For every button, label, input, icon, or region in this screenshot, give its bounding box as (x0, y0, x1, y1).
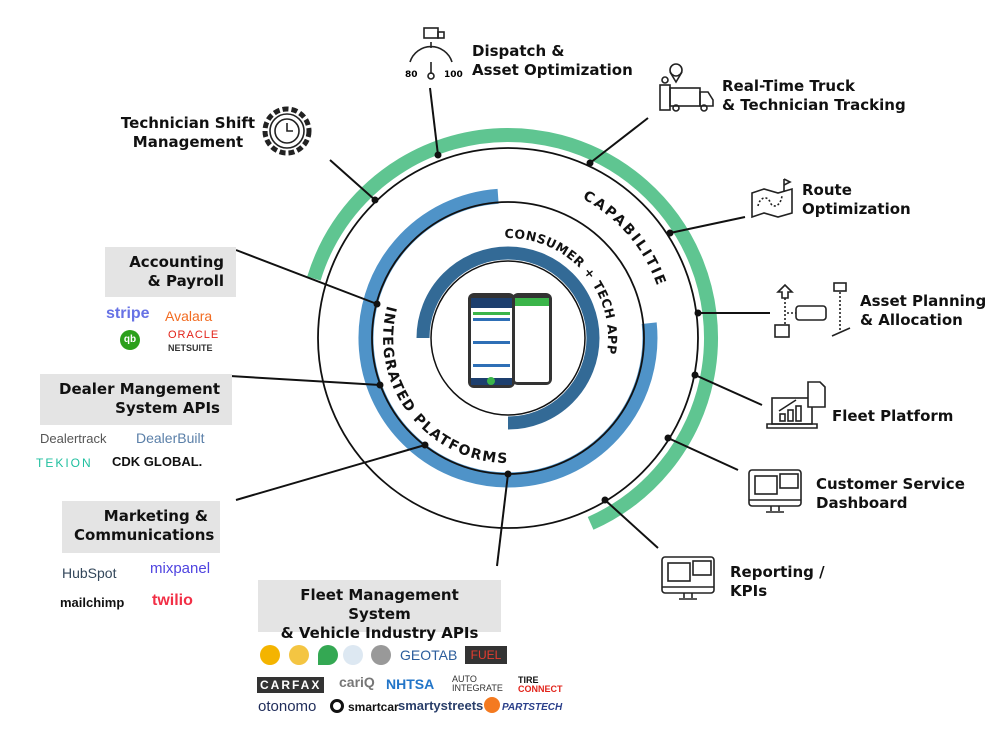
logo-netsuite: NETSUITE (168, 343, 213, 353)
asset-allocation-icon (774, 282, 851, 338)
logo-cariq: cariQ (339, 674, 375, 690)
laptop-chart-icon (766, 381, 826, 429)
capabilities-arc (307, 127, 719, 530)
logo-stripe: stripe (106, 305, 150, 322)
circle-logo-icon (371, 645, 391, 665)
maps-logo-icon (260, 645, 280, 665)
label-real-time-tracking: Real-Time Truck& Technician Tracking (722, 77, 906, 114)
monitor-dashboard-icon (748, 469, 802, 513)
steering-wheel-icon (330, 699, 344, 713)
logo-twilio: twilio (152, 592, 193, 609)
app-arc (416, 246, 600, 430)
logo-fuel: FUEL (465, 646, 507, 664)
spoke-fleet-management (496, 473, 509, 567)
spoke-route (669, 216, 746, 234)
logo-tire: TIRE (518, 675, 539, 685)
logo-geotab: GEOTAB (400, 647, 458, 663)
label-reporting: Reporting /KPIs (730, 563, 825, 600)
logo-hubspot: HubSpot (62, 565, 117, 581)
maps-logo-icon (289, 645, 309, 665)
outer-ring (317, 147, 699, 529)
spoke-fleet-platform (694, 374, 763, 406)
spoke-dots (371, 151, 702, 504)
truck-technician-location-icon (659, 63, 714, 112)
spoke-marketing (235, 444, 426, 501)
logo-carfax: CARFAX (257, 677, 325, 693)
logo-mixpanel: mixpanel (150, 560, 211, 577)
gear-clock-icon (262, 106, 312, 156)
phone-app-image (468, 293, 552, 388)
partstech-icon (484, 697, 500, 713)
spoke-customer-service (667, 437, 739, 471)
spokes (229, 87, 770, 567)
spoke-reporting (604, 499, 659, 549)
logo-quickbooks: qb (120, 330, 140, 350)
gauge-min-label: 80 (405, 70, 418, 80)
logo-tekion: TEKION (36, 456, 93, 470)
google-maps-icon (318, 645, 338, 665)
logo-dealerbuilt: DealerBuilt (136, 430, 205, 446)
box-fleet-management: Fleet Management System& Vehicle Industr… (258, 580, 501, 642)
gauge-max-label: 100 (444, 70, 463, 80)
label-dispatch: Dispatch &Asset Optimization (472, 42, 633, 79)
spoke-dispatch (429, 87, 439, 156)
spoke-technician-shift (329, 159, 376, 201)
sync-logo-icon (343, 645, 363, 665)
box-marketing: Marketing &Communications (62, 501, 220, 553)
logo-smartystreets: smartystreets (398, 698, 484, 713)
logo-otonomo: otonomo (258, 698, 317, 715)
label-asset-planning: Asset Planning& Allocation (860, 292, 987, 329)
logo-avalara: Avalara (165, 308, 213, 324)
logo-smartcar: smartcar (348, 700, 399, 714)
dispatch-gauge-icon (409, 27, 453, 80)
label-fleet-platform: Fleet Platform (832, 407, 954, 425)
logo-nhtsa: NHTSA (386, 676, 435, 692)
logo-connect: CONNECT (518, 684, 563, 694)
logo-dealertrack: Dealertrack (40, 431, 107, 446)
logo-auto-integrate: AUTO INTEGRATE (452, 674, 503, 693)
inner-ring (430, 260, 586, 416)
spoke-real-time (589, 117, 649, 164)
spoke-accounting (235, 249, 378, 305)
spoke-dealer (229, 375, 381, 386)
monitor-report-icon (661, 556, 715, 600)
logo-mailchimp: mailchimp (60, 595, 125, 610)
logo-oracle: ORACLE (168, 329, 220, 341)
logo-cdk-global: CDK GLOBAL. (112, 454, 203, 469)
route-map-icon (751, 178, 793, 219)
box-accounting: Accounting& Payroll (105, 247, 236, 297)
logo-partstech: PARTSTECH (502, 702, 563, 713)
